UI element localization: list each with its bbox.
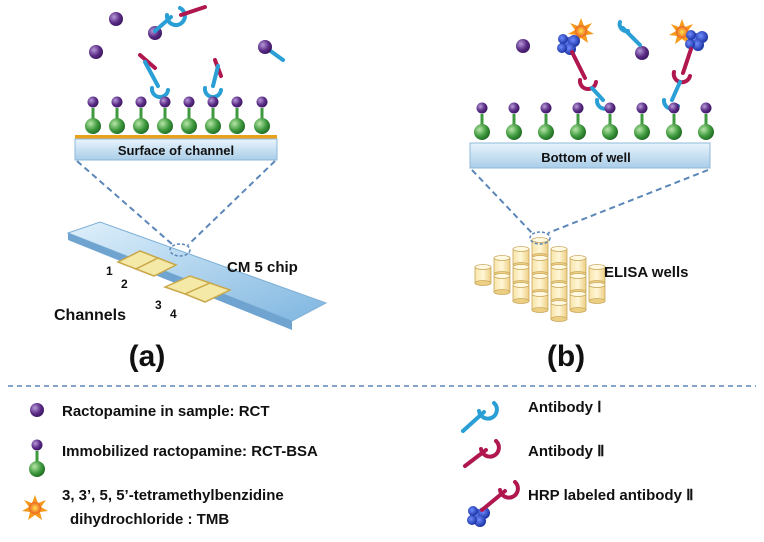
zoom-line-right [187,160,276,246]
hrp-complex-right [662,19,708,111]
rct-bsa-row-a [83,95,272,136]
panel-a: Surface of channel 1 2 3 4 CM 5 chip Cha… [54,5,328,373]
rct-bsa-icon [27,438,47,479]
well-bottom-surface [469,142,711,169]
bound-antibodies-a [143,60,223,100]
channel-number-3: 3 [155,298,162,312]
antibody-i-icon [461,401,499,433]
bottom-of-well-label: Bottom of well [541,150,631,165]
channel-number-2: 2 [121,277,128,291]
free-antibody-i-b [617,20,642,47]
legend-antibody-ii: Antibody Ⅱ [528,443,605,460]
legend-tmb-line2: dihydrochloride : TMB [70,511,229,528]
gold-film [75,135,277,139]
free-antibody-ii [138,5,285,78]
cm5-chip-label: CM 5 chip [227,259,298,276]
channel-4 [183,282,232,303]
channel-number-1: 1 [106,264,113,278]
zoom-line-right-b [547,169,709,234]
legend-hrp-antibody: HRP labeled antibody Ⅱ [528,487,693,504]
panel-b: Bottom of well ELISA wells [469,18,716,373]
channels-label: Channels [54,307,126,324]
channel-number-4: 4 [170,307,177,321]
legend-rct-bsa: Immobilized ractopamine: RCT-BSA [62,443,318,460]
free-rct-molecules-b [516,39,649,60]
legend: Ractopamine in sample: RCT Immobilized r… [22,399,693,528]
zoom-line-left [76,160,174,246]
rct-bsa-row-b [472,101,716,142]
channel-surface [74,138,278,161]
elisa-wells [474,231,606,322]
rct-icon [30,403,44,417]
tmb-icon [22,495,48,520]
cm5-chip [66,221,328,330]
zoom-line-left-b [471,169,533,234]
zoom-spot-a [169,243,191,257]
zoom-spot-b [529,231,551,245]
surface-of-channel-label: Surface of channel [118,143,234,158]
hrp-antibody-icon [467,480,520,527]
legend-antibody-i: Antibody Ⅰ [528,399,602,416]
channel-2 [134,257,178,277]
legend-tmb-line1: 3, 3’, 5, 5’-tetramethylbenzidine [62,487,284,504]
legend-rct: Ractopamine in sample: RCT [62,403,270,420]
antibody-ii-icon [463,439,501,468]
hrp-complex-left [557,18,613,111]
panel-b-label: (b) [547,340,585,373]
free-rct-molecules [89,12,162,59]
elisa-wells-label: ELISA wells [604,264,688,281]
panel-a-label: (a) [129,340,166,373]
